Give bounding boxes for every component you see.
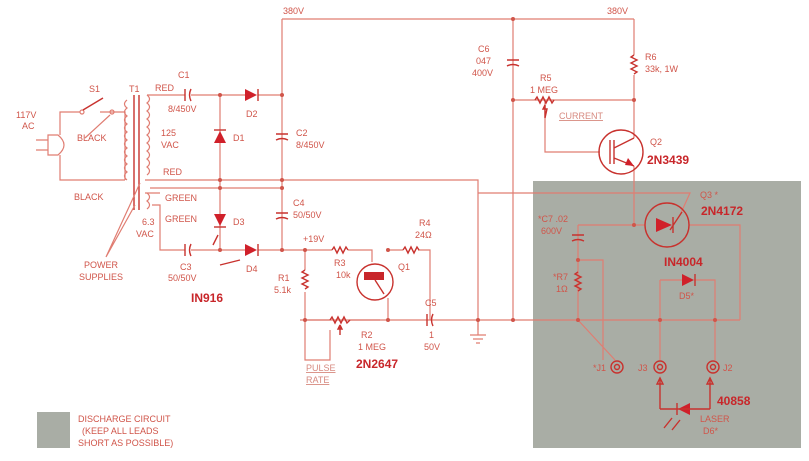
r6-value: 33k, 1W — [645, 64, 679, 74]
r4-label: R4 — [419, 218, 431, 228]
c7-value: 600V — [541, 226, 562, 236]
current-label: CURRENT — [559, 111, 604, 121]
j1-label: *J1 — [593, 363, 606, 373]
j3-label: J3 — [638, 363, 648, 373]
q1-part: 2N2647 — [356, 357, 398, 371]
r7-value: 1Ω — [556, 284, 568, 294]
d5-part: IN4004 — [664, 255, 703, 269]
r3-value: 10k — [336, 270, 351, 280]
j2-label: J2 — [723, 363, 733, 373]
legend-line-3: SHORT AS POSSIBLE) — [78, 438, 173, 448]
wire-green-2: GREEN — [165, 214, 197, 224]
junction-dots — [218, 17, 717, 322]
c4-value: 50/50V — [293, 210, 322, 220]
input-type: AC — [22, 121, 35, 131]
transistor-q1 — [356, 263, 394, 301]
switch-s1[interactable] — [79, 97, 115, 139]
plug-icon — [36, 134, 65, 156]
rail-label-19v: +19V — [303, 234, 324, 244]
lv-secondary-unit: VAC — [136, 229, 154, 239]
hv-secondary: 125 — [161, 128, 176, 138]
jacks[interactable] — [610, 360, 720, 374]
r6-label: R6 — [645, 52, 657, 62]
c1-label: C1 — [178, 70, 190, 80]
pulse-rate-label-1: PULSE — [306, 363, 336, 373]
d4-label: D4 — [246, 264, 258, 274]
c3-label: C3 — [180, 262, 192, 272]
wire-black-2: BLACK — [74, 192, 104, 202]
power-supplies-2: SUPPLIES — [79, 272, 123, 282]
c5-label: C5 — [425, 298, 437, 308]
d3-label: D3 — [233, 217, 245, 227]
capacitor-symbols — [184, 59, 585, 327]
r2-value: 1 MEG — [358, 342, 386, 352]
transistor-q2 — [598, 129, 644, 175]
q3-label: Q3 * — [700, 190, 719, 200]
rail-label-380v-right: 380V — [607, 6, 628, 16]
c3-value: 50/50V — [168, 273, 197, 283]
wire-black-1: BLACK — [77, 133, 107, 143]
legend-swatch — [37, 412, 70, 448]
c2-value: 8/450V — [296, 140, 325, 150]
q2-part: 2N3439 — [647, 153, 689, 167]
hv-secondary-unit: VAC — [161, 140, 179, 150]
q2-label: Q2 — [650, 137, 662, 147]
lv-secondary: 6.3 — [142, 217, 155, 227]
resistor-symbols — [300, 54, 639, 335]
label-t1: T1 — [129, 84, 140, 94]
diode-symbols — [212, 89, 715, 431]
pulse-rate-label-2: RATE — [306, 375, 329, 385]
q3-part: 2N4172 — [701, 204, 743, 218]
transformer-t1 — [105, 94, 151, 258]
r2-label: R2 — [361, 330, 373, 340]
power-supplies-1: POWER — [84, 260, 119, 270]
d5-label: D5* — [679, 291, 695, 301]
d6-label: D6* — [703, 426, 719, 436]
q1-label: Q1 — [398, 262, 410, 272]
r1-value: 5.1k — [274, 285, 292, 295]
c6-label: C6 — [478, 44, 490, 54]
r5-value: 1 MEG — [530, 85, 558, 95]
d2-label: D2 — [246, 109, 258, 119]
legend-line-2: (KEEP ALL LEADS — [82, 426, 159, 436]
discharge-circuit-area — [533, 181, 801, 448]
c2-label: C2 — [296, 128, 308, 138]
label-s1: S1 — [89, 84, 100, 94]
scr-q3 — [644, 202, 690, 248]
d1-label: D1 — [233, 133, 245, 143]
d6-type: LASER — [700, 414, 730, 424]
r7-label: *R7 — [553, 272, 568, 282]
wire-green-1: GREEN — [165, 193, 197, 203]
r4-value: 24Ω — [415, 230, 432, 240]
input-voltage: 117V — [16, 110, 36, 120]
r3-label: R3 — [334, 258, 346, 268]
c5-voltage: 50V — [424, 342, 440, 352]
r5-label: R5 — [540, 73, 552, 83]
c1-value: 8/450V — [168, 104, 197, 114]
c4-label: C4 — [293, 198, 305, 208]
diode-part-in916: IN916 — [191, 291, 223, 305]
rail-label-380v-left: 380V — [283, 6, 304, 16]
c6-voltage: 400V — [472, 68, 493, 78]
wire-red-2: RED — [163, 167, 183, 177]
legend-line-1: DISCHARGE CIRCUIT — [78, 414, 171, 424]
c6-value: 047 — [476, 56, 491, 66]
r1-label: R1 — [278, 273, 290, 283]
c5-value: 1 — [429, 330, 434, 340]
d6-part: 40858 — [717, 394, 751, 408]
c7-label: *C7 .02 — [538, 214, 568, 224]
wire-red-1: RED — [155, 83, 175, 93]
